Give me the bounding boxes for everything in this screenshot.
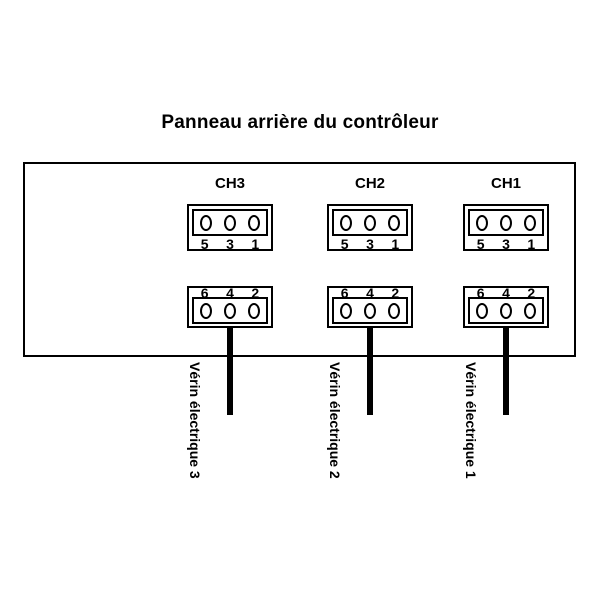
connector-ch1-bottom[interactable]: 6 4 2 [463, 286, 549, 328]
pin-number: 4 [366, 285, 374, 301]
pin-hole-icon [476, 214, 488, 231]
pin-hole-icon [224, 302, 236, 319]
pin-hole-icon [364, 302, 376, 319]
pin-housing-ch2-top [332, 209, 408, 236]
cable-ch2 [367, 326, 373, 415]
pin-number: 4 [226, 285, 234, 301]
pin-numbers-ch1-top: 5 3 1 [468, 237, 544, 252]
connector-ch1-top[interactable]: 5 3 1 [463, 204, 549, 252]
pin-hole-icon [364, 214, 376, 231]
pin-numbers-ch3-bottom: 6 4 2 [192, 286, 268, 301]
pin-housing-ch3-top [192, 209, 268, 236]
pin-hole-icon [340, 214, 352, 231]
pin-hole-icon [340, 302, 352, 319]
pin-numbers-ch2-top: 5 3 1 [332, 237, 408, 252]
channel-label-ch3: CH3 [214, 175, 245, 192]
pin-housing-ch1-top [468, 209, 544, 236]
pin-hole-icon [524, 302, 536, 319]
cable-ch1 [503, 326, 509, 415]
pin-hole-icon [200, 214, 212, 231]
pin-number: 4 [502, 285, 510, 301]
cable-ch3 [227, 326, 233, 415]
pin-number: 1 [391, 236, 400, 252]
pin-hole-icon [388, 214, 400, 231]
pin-hole-icon [224, 214, 236, 231]
channel-label-ch1: CH1 [490, 175, 521, 192]
channel-group-ch3: CH3 5 3 1 6 4 2 [185, 0, 275, 600]
pin-hole-icon [500, 214, 512, 231]
pin-number: 6 [200, 285, 209, 301]
pin-number: 5 [340, 236, 349, 252]
channel-group-ch2: CH2 5 3 1 6 4 2 [325, 0, 415, 600]
pin-numbers-ch1-bottom: 6 4 2 [468, 286, 544, 301]
actuator-label-ch2: Vérin électrique 2 [327, 362, 343, 479]
pin-hole-icon [388, 302, 400, 319]
pin-number: 1 [527, 236, 536, 252]
connector-ch3-top[interactable]: 5 3 1 [187, 204, 273, 252]
pin-number: 2 [527, 285, 536, 301]
pin-numbers-ch2-bottom: 6 4 2 [332, 286, 408, 301]
channel-label-ch2: CH2 [354, 175, 385, 192]
controller-rear-panel [23, 162, 576, 357]
pin-hole-icon [248, 214, 260, 231]
pin-number: 3 [366, 236, 374, 252]
pin-number: 1 [251, 236, 260, 252]
connector-ch3-bottom[interactable]: 6 4 2 [187, 286, 273, 328]
pin-housing-ch1-bottom [468, 297, 544, 324]
pin-hole-icon [524, 214, 536, 231]
pin-hole-icon [476, 302, 488, 319]
pin-hole-icon [248, 302, 260, 319]
pin-housing-ch2-bottom [332, 297, 408, 324]
pin-number: 3 [226, 236, 234, 252]
connector-ch2-top[interactable]: 5 3 1 [327, 204, 413, 252]
pin-housing-ch3-bottom [192, 297, 268, 324]
connector-ch2-bottom[interactable]: 6 4 2 [327, 286, 413, 328]
pin-number: 6 [476, 285, 485, 301]
pin-number: 3 [502, 236, 510, 252]
pin-hole-icon [200, 302, 212, 319]
pin-number: 2 [391, 285, 400, 301]
pin-hole-icon [500, 302, 512, 319]
pin-number: 5 [476, 236, 485, 252]
pin-numbers-ch3-top: 5 3 1 [192, 237, 268, 252]
pin-number: 6 [340, 285, 349, 301]
actuator-label-ch3: Vérin électrique 3 [187, 362, 203, 479]
channel-group-ch1: CH1 5 3 1 6 4 2 [461, 0, 551, 600]
pin-number: 2 [251, 285, 260, 301]
pin-number: 5 [200, 236, 209, 252]
page-title: Panneau arrière du contrôleur [161, 112, 439, 133]
actuator-label-ch1: Vérin électrique 1 [463, 362, 479, 479]
